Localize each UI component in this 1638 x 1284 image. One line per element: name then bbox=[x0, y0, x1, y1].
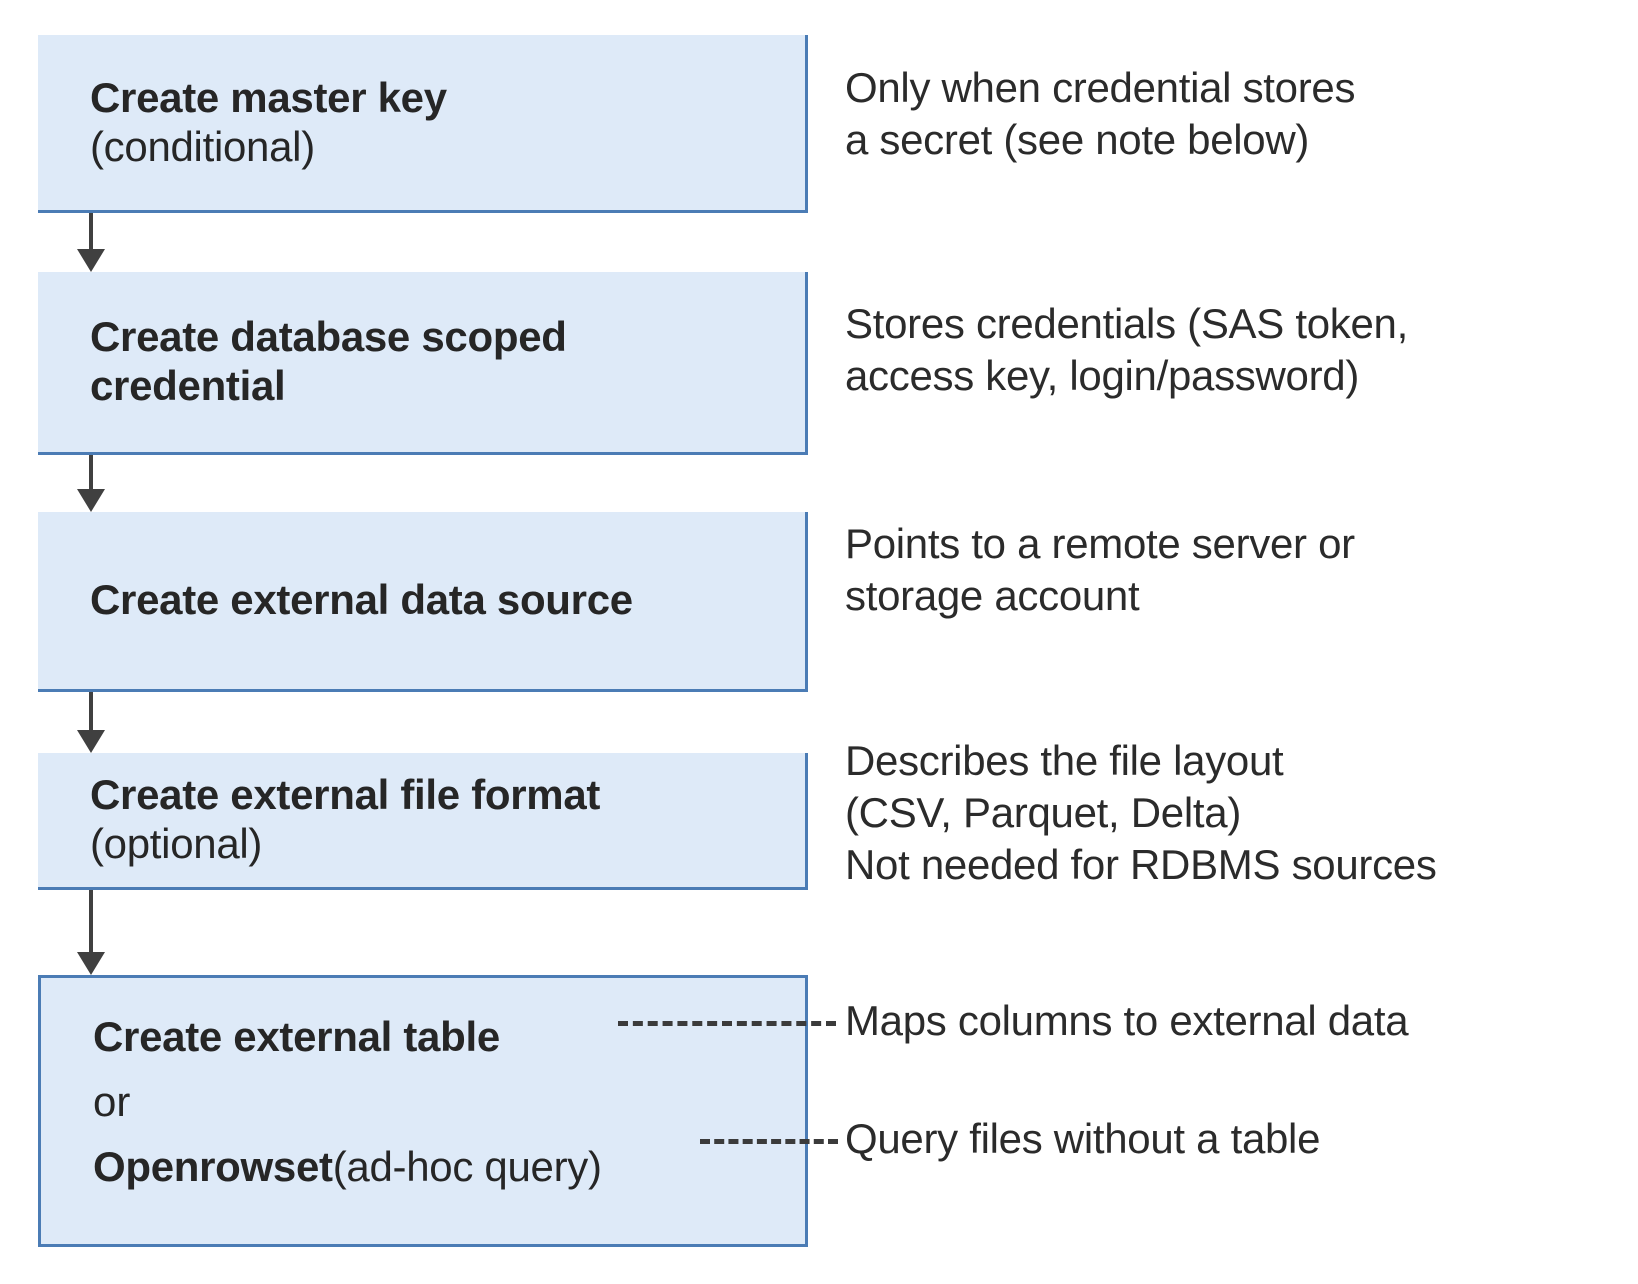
step-box-external-table-or-openrowset[interactable]: Create external table or Openrowset (ad-… bbox=[38, 975, 808, 1247]
step-title-master-key: Create master key bbox=[90, 73, 447, 121]
note-master-key: Only when credential stores a secret (se… bbox=[845, 64, 1356, 164]
arrow-down-icon bbox=[77, 692, 105, 753]
step-title-file-format: Create external file format bbox=[90, 771, 601, 819]
dashed-leader-external-table bbox=[618, 1021, 836, 1026]
note-openrowset: Query files without a table bbox=[845, 1115, 1321, 1162]
step-title-external-table: Create external table bbox=[93, 1012, 500, 1060]
step-title-scoped-credential-line2: credential bbox=[90, 362, 286, 409]
dashed-leader-openrowset bbox=[700, 1139, 838, 1144]
step-title-scoped-credential-line1: Create database scoped bbox=[90, 313, 567, 361]
arrow-down-icon bbox=[77, 455, 105, 512]
option-row-openrowset: Openrowset (ad-hoc query) bbox=[93, 1136, 789, 1198]
step-title-openrowset: Openrowset bbox=[93, 1142, 333, 1190]
step-suffix-openrowset: (ad-hoc query) bbox=[332, 1142, 602, 1190]
note-file-format: Describes the file layout (CSV, Parquet,… bbox=[845, 737, 1437, 889]
note-external-table: Maps columns to external data bbox=[845, 997, 1409, 1044]
step-title-data-source: Create external data source bbox=[90, 576, 633, 624]
note-data-source: Points to a remote server or storage acc… bbox=[845, 520, 1355, 620]
step-box-scoped-credential[interactable]: Create database scoped credential bbox=[38, 272, 808, 455]
option-row-external-table: Create external table bbox=[93, 1006, 789, 1068]
step-box-data-source[interactable]: Create external data source bbox=[38, 512, 808, 692]
arrow-down-icon bbox=[77, 213, 105, 272]
option-separator-or: or bbox=[93, 1077, 131, 1125]
step-box-master-key[interactable]: Create master key (conditional) bbox=[38, 35, 808, 213]
step-subtitle-file-format: (optional) bbox=[90, 820, 263, 867]
step-box-file-format[interactable]: Create external file format (optional) bbox=[38, 753, 808, 890]
step-subtitle-master-key: (conditional) bbox=[90, 122, 315, 170]
note-scoped-credential: Stores credentials (SAS token, access ke… bbox=[845, 300, 1408, 400]
arrow-down-icon bbox=[77, 890, 105, 975]
